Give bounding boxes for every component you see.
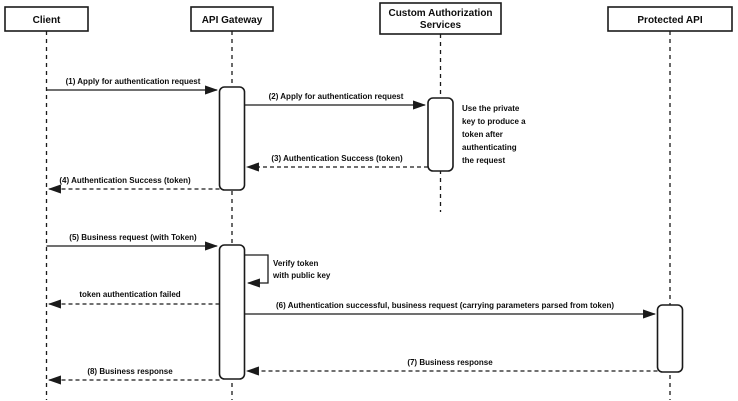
actor-client: Client	[4, 6, 89, 32]
self-message-label-line2: with public key	[272, 271, 331, 280]
actor-label-protected-api: Protected API	[637, 15, 702, 26]
actor-box-protected-api	[607, 6, 733, 32]
message-1-label: (1) Apply for authentication request	[66, 77, 201, 86]
activation-protected-api	[656, 304, 684, 373]
actor-label-custom-authorization-line1: Custom Authorization	[388, 8, 492, 19]
note-line-1: Use the private	[462, 104, 520, 113]
message-2-label: (2) Apply for authentication request	[269, 92, 404, 101]
actor-box-custom-authorization-services	[379, 2, 502, 35]
activation-custom-authorization	[427, 97, 454, 172]
message-6-label: (6) Authentication successful, business …	[276, 301, 614, 310]
message-4-label: (4) Authentication Success (token)	[59, 176, 191, 185]
self-message-label-line1: Verify token	[273, 259, 318, 268]
actor-label-api-gateway: API Gateway	[202, 15, 263, 26]
message-8-label: (8) Business response	[87, 367, 173, 376]
activation-api-gateway-auth	[218, 86, 246, 191]
actor-api-gateway: API Gateway	[190, 6, 274, 32]
note-private-key: Use the private key to produce a token a…	[462, 104, 526, 165]
activation-api-gateway-business	[218, 244, 246, 380]
message-token-failed-label: token authentication failed	[79, 290, 180, 299]
actor-label-client: Client	[33, 15, 61, 26]
note-line-5: the request	[462, 156, 505, 165]
self-message-arrow	[244, 254, 269, 288]
actor-protected-api: Protected API	[607, 6, 733, 32]
actor-box-api-gateway	[190, 6, 274, 32]
actor-box-client	[4, 6, 89, 32]
actor-custom-authorization-services: Custom Authorization Services	[379, 2, 502, 35]
note-line-2: key to produce a	[462, 117, 526, 126]
message-3-label: (3) Authentication Success (token)	[271, 154, 403, 163]
note-line-3: token after	[462, 130, 503, 139]
actor-label-custom-authorization-line2: Services	[420, 20, 462, 31]
message-5-label: (5) Business request (with Token)	[69, 233, 197, 242]
note-line-4: authenticating	[462, 143, 517, 152]
message-7-label: (7) Business response	[407, 358, 493, 367]
